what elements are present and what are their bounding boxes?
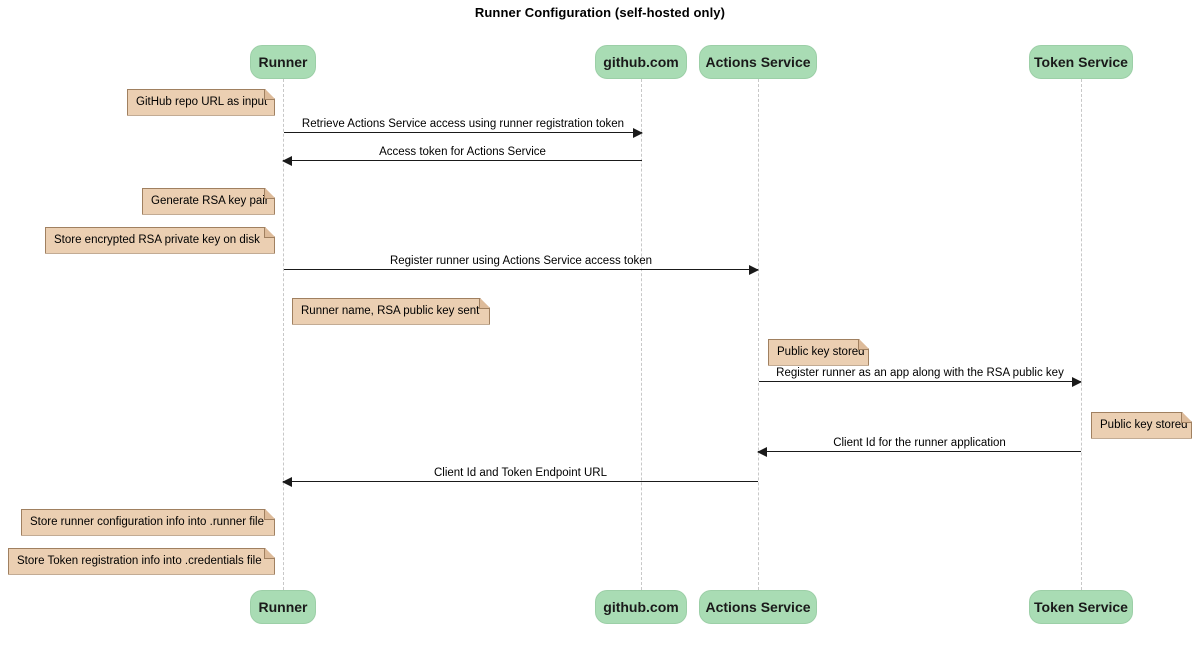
note-n6: Public key stored [1091, 412, 1192, 439]
note-fold-corner-icon [264, 549, 274, 559]
message-line [283, 481, 758, 482]
participant-token-bottom[interactable]: Token Service [1029, 590, 1133, 624]
participant-token-top[interactable]: Token Service [1029, 45, 1133, 79]
note-fold-corner-icon [264, 228, 274, 238]
arrow-head-icon [757, 447, 767, 457]
note-fold-corner-icon [264, 510, 274, 520]
message-line [284, 132, 642, 133]
participant-actions-top[interactable]: Actions Service [699, 45, 817, 79]
note-text: Generate RSA key pair [151, 195, 269, 207]
message-label: Access token for Actions Service [379, 146, 546, 158]
page-title: Runner Configuration (self-hosted only) [474, 5, 726, 20]
note-n8: Store Token registration info into .cred… [8, 548, 275, 575]
lifeline-runner [283, 79, 284, 590]
arrow-head-icon [749, 265, 759, 275]
message-m2: Access token for Actions Service [282, 139, 642, 166]
arrow-head-icon [633, 128, 643, 138]
message-label: Retrieve Actions Service access using ru… [301, 118, 625, 130]
participant-label: github.com [603, 599, 679, 615]
participant-label: Runner [258, 599, 308, 615]
message-m5: Client Id for the runner application [757, 430, 1081, 457]
message-line [283, 160, 642, 161]
message-m1: Retrieve Actions Service access using ru… [284, 111, 643, 138]
participant-label: Runner [258, 54, 308, 70]
note-text: Store Token registration info into .cred… [17, 555, 262, 567]
message-m4: Register runner as an app along with the… [759, 360, 1082, 387]
participant-github-bottom[interactable]: github.com [595, 590, 687, 624]
participant-actions-bottom[interactable]: Actions Service [699, 590, 817, 624]
note-text: Public key stored [777, 346, 865, 358]
participant-runner-bottom[interactable]: Runner [250, 590, 316, 624]
message-m3: Register runner using Actions Service ac… [284, 248, 759, 275]
message-label: Register runner using Actions Service ac… [389, 255, 653, 267]
participant-label: github.com [603, 54, 679, 70]
note-fold-corner-icon [1181, 413, 1191, 423]
participant-label: Token Service [1034, 599, 1128, 615]
note-text: Runner name, RSA public key sent [301, 305, 480, 317]
participant-label: Actions Service [705, 54, 811, 70]
note-text: Store encrypted RSA private key on disk [54, 234, 260, 246]
message-line [758, 451, 1081, 452]
participant-runner-top[interactable]: Runner [250, 45, 316, 79]
message-line [759, 381, 1081, 382]
note-fold-corner-icon [479, 299, 489, 309]
note-n5: Public key stored [768, 339, 869, 366]
message-label: Register runner as an app along with the… [776, 367, 1064, 379]
arrow-head-icon [282, 477, 292, 487]
message-label: Client Id for the runner application [833, 437, 1006, 449]
participant-label: Token Service [1034, 54, 1128, 70]
note-text: GitHub repo URL as input [136, 96, 268, 108]
note-n7: Store runner configuration info into .ru… [21, 509, 275, 536]
arrow-head-icon [1072, 377, 1082, 387]
note-n2: Generate RSA key pair [142, 188, 275, 215]
note-n3: Store encrypted RSA private key on disk [45, 227, 275, 254]
participant-github-top[interactable]: github.com [595, 45, 687, 79]
lifeline-token [1081, 79, 1082, 590]
lifeline-github [641, 79, 642, 590]
note-n4: Runner name, RSA public key sent [292, 298, 490, 325]
note-fold-corner-icon [858, 340, 868, 350]
note-text: Store runner configuration info into .ru… [30, 516, 264, 528]
participant-label: Actions Service [705, 599, 811, 615]
note-fold-corner-icon [264, 90, 274, 100]
arrow-head-icon [282, 156, 292, 166]
note-fold-corner-icon [264, 189, 274, 199]
message-label: Client Id and Token Endpoint URL [433, 467, 608, 479]
note-n1: GitHub repo URL as input [127, 89, 275, 116]
note-text: Public key stored [1100, 419, 1188, 431]
message-m6: Client Id and Token Endpoint URL [282, 460, 758, 487]
message-line [284, 269, 758, 270]
lifeline-actions [758, 79, 759, 590]
